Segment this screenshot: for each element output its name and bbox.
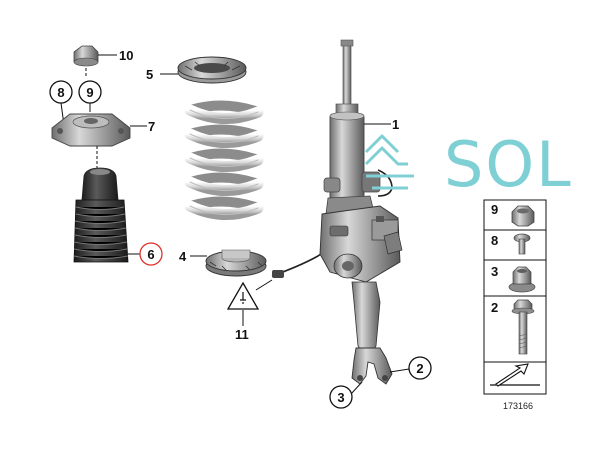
legend-label-3: 3 [491,264,498,279]
legend-long-bolt-2 [511,299,535,355]
dust-boot-part-6 [73,167,129,263]
diagram-reference-number: 173166 [503,401,533,411]
callout-1: 1 [392,117,399,132]
watermark-text: SOL [444,128,573,201]
nut-part-10 [73,45,99,78]
legend-nut-9 [511,205,535,227]
lower-spring-seat-part-4 [205,249,267,277]
legend-flange-nut-3 [508,266,536,293]
callout-circle-3: 3 [329,385,353,409]
small-parts-legend: 9 8 3 2 [483,199,547,395]
callout-circle-2: 2 [408,356,432,380]
callout-11: 11 [235,327,249,342]
warning-label-part-11 [226,279,273,310]
legend-label-8: 8 [491,233,498,248]
coil-spring [184,100,264,221]
upper-spring-seat-part-5 [177,56,247,84]
svg-text:2: 2 [416,361,423,376]
svg-text:6: 6 [147,247,154,262]
legend-label-9: 9 [491,202,498,217]
sol-watermark: SOL [364,128,573,201]
shock-absorber-part-1 [319,39,403,385]
svg-text:3: 3 [337,390,344,405]
arrow-symbol-icon [490,363,540,387]
callout-circle-6-highlight: 6 [139,242,163,266]
callout-4: 4 [179,249,187,264]
legend-bolt-8 [513,233,531,255]
callout-circle-8: 8 [49,80,73,104]
callout-circle-9: 9 [78,80,102,104]
svg-text:8: 8 [57,85,64,100]
callout-10: 10 [119,48,133,63]
support-bearing-part-7 [51,113,131,168]
legend-label-2: 2 [491,300,498,315]
svg-text:9: 9 [86,85,93,100]
callout-7: 7 [148,119,155,134]
callout-5: 5 [146,67,153,82]
